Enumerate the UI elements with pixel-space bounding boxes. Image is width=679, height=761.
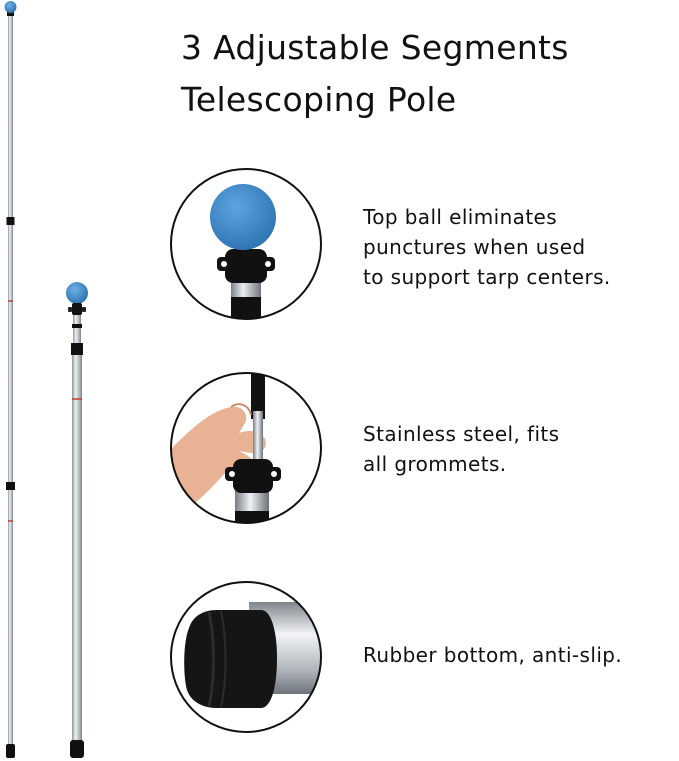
headline-line-1: 3 Adjustable Segments (181, 28, 569, 67)
headline: 3 Adjustable Segments Telescoping Pole (181, 22, 671, 126)
headline-line-2: Telescoping Pole (181, 80, 457, 119)
feature-caption-top-ball: Top ball eliminates punctures when used … (363, 205, 611, 289)
hand-grommet-icon (170, 372, 322, 524)
telescoping-poles-photo (4, 1, 88, 758)
extended-pole (4, 1, 17, 758)
collapsed-pole (66, 282, 88, 758)
ball-top-icon (170, 168, 322, 320)
feature-caption-rubber-bottom: Rubber bottom, anti-slip. (363, 643, 623, 667)
feature-caption-stainless: Stainless steel, fits all grommets. (363, 422, 560, 476)
rubber-foot-icon (170, 581, 322, 733)
